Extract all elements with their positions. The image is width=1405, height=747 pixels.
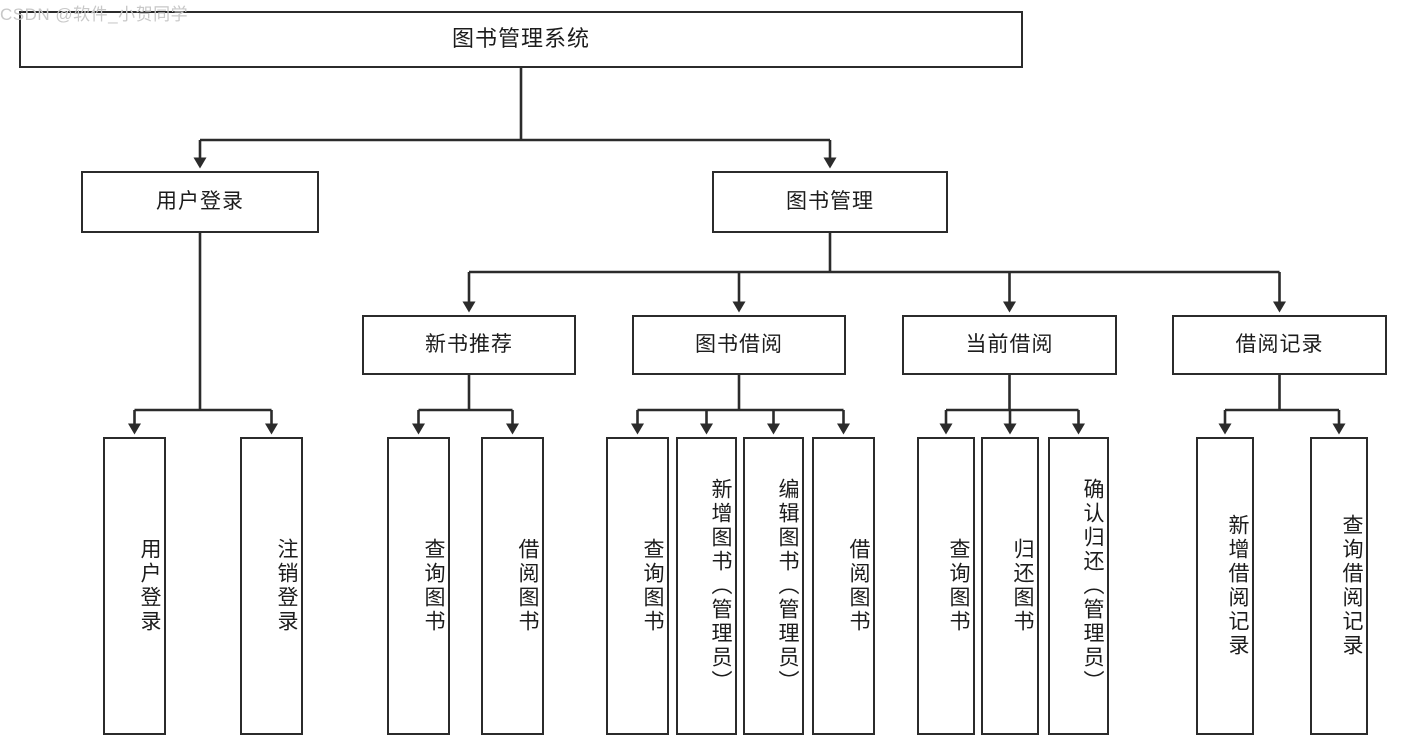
node-label: 图书管理	[786, 190, 874, 214]
node-leaf-user-login[interactable]: 用户登录	[103, 437, 166, 735]
node-leaf-confirm-return[interactable]: 确认归还（管理员）	[1048, 437, 1109, 735]
node-leaf-query-record[interactable]: 查询借阅记录	[1310, 437, 1368, 735]
node-label: 归还图书	[1011, 538, 1034, 634]
node-leaf-add-book[interactable]: 新增图书（管理员）	[676, 437, 737, 735]
node-label: 图书借阅	[695, 333, 783, 357]
node-label: 当前借阅	[965, 333, 1054, 357]
node-leaf-borrow-book-2[interactable]: 借阅图书	[812, 437, 875, 735]
node-leaf-query-book-2[interactable]: 查询图书	[606, 437, 669, 735]
node-label: 新增图书（管理员）	[709, 478, 732, 694]
node-label: 注销登录	[275, 538, 298, 634]
node-root[interactable]: 图书管理系统	[19, 11, 1023, 68]
node-label: 用户登录	[156, 190, 244, 214]
node-leaf-query-book-1[interactable]: 查询图书	[387, 437, 450, 735]
node-leaf-add-record[interactable]: 新增借阅记录	[1196, 437, 1254, 735]
node-label: 借阅记录	[1235, 333, 1324, 357]
node-leaf-borrow-book-1[interactable]: 借阅图书	[481, 437, 544, 735]
node-label: 查询图书	[641, 538, 664, 634]
node-label: 图书管理系统	[451, 26, 590, 52]
node-user-login[interactable]: 用户登录	[81, 171, 319, 233]
node-label: 借阅图书	[516, 538, 539, 634]
node-new-book-rec[interactable]: 新书推荐	[362, 315, 576, 375]
node-label: 确认归还（管理员）	[1081, 478, 1104, 694]
node-leaf-edit-book[interactable]: 编辑图书（管理员）	[743, 437, 804, 735]
node-label: 查询图书	[422, 538, 445, 634]
node-leaf-return-book[interactable]: 归还图书	[981, 437, 1039, 735]
node-label: 新增借阅记录	[1226, 514, 1249, 658]
node-current-borrow[interactable]: 当前借阅	[902, 315, 1117, 375]
node-label: 借阅图书	[847, 538, 870, 634]
node-label: 查询借阅记录	[1340, 514, 1363, 658]
node-borrow-record[interactable]: 借阅记录	[1172, 315, 1387, 375]
csdn-watermark: CSDN @软件_小贺同学	[0, 5, 189, 24]
node-label: 用户登录	[138, 538, 161, 634]
node-leaf-query-book-3[interactable]: 查询图书	[917, 437, 975, 735]
node-label: 查询图书	[947, 538, 970, 634]
node-book-manage[interactable]: 图书管理	[712, 171, 948, 233]
node-label: 新书推荐	[425, 333, 513, 357]
node-label: 编辑图书（管理员）	[776, 478, 799, 694]
node-leaf-logout[interactable]: 注销登录	[240, 437, 303, 735]
node-book-borrow[interactable]: 图书借阅	[632, 315, 846, 375]
